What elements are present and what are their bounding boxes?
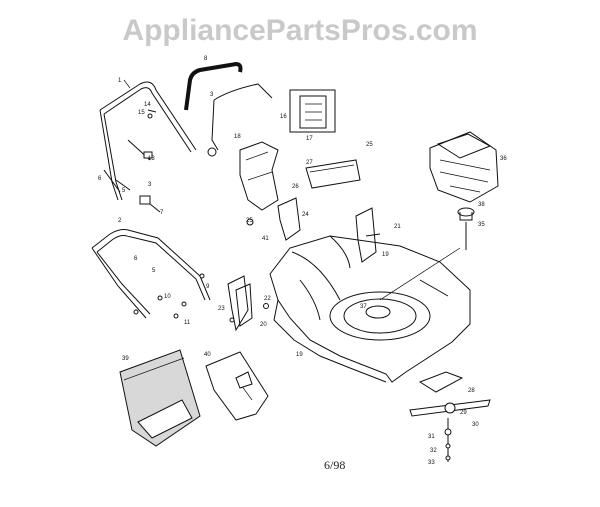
label-14: 14 [144, 102, 151, 108]
label-1: 1 [118, 78, 122, 84]
label-6-upper: 5 [122, 188, 126, 194]
label-37: 37 [360, 304, 367, 310]
handle-hardware [103, 109, 217, 213]
lower-handle [91, 229, 211, 319]
label-32: 31 [428, 434, 435, 440]
engine-spacer [457, 207, 475, 250]
discharge-chute [205, 351, 269, 421]
watermark: AppliancePartsPros.com [122, 14, 478, 47]
label-7-upper: 6 [98, 176, 102, 182]
label-28: 27 [306, 160, 313, 166]
callout-labels: 1 8 3 14 15 13 6 5 3 7 2 6 5 9 10 11 18 … [98, 56, 507, 466]
label-41: 41 [262, 236, 269, 242]
upper-handle [99, 81, 197, 201]
label-33: 32 [430, 448, 437, 454]
label-36: 36 [500, 156, 507, 162]
label-22: 21 [394, 224, 401, 230]
label-24: 23 [218, 306, 225, 312]
mower-deck [269, 235, 471, 383]
grass-bag [119, 349, 201, 447]
label-20: 19 [382, 252, 389, 258]
label-21: 20 [260, 322, 267, 328]
label-18: 18 [234, 134, 241, 140]
label-11: 10 [164, 294, 171, 300]
revision-date: 6/98 [324, 458, 346, 472]
label-30: 29 [460, 410, 467, 416]
label-34: 33 [428, 460, 435, 466]
engine [429, 131, 499, 203]
label-27: 26 [292, 184, 299, 190]
label-12: 11 [184, 320, 191, 326]
label-19: 19 [296, 352, 303, 358]
label-13: 13 [148, 156, 155, 162]
label-26b: 25 [246, 218, 253, 224]
label-17: 17 [306, 136, 313, 142]
label-5: 3 [148, 182, 152, 188]
blade-assembly [409, 371, 491, 462]
label-16: 16 [280, 114, 287, 120]
label-31: 30 [472, 422, 479, 428]
wheel-brackets [227, 275, 269, 332]
label-23: 22 [264, 296, 271, 302]
bail-bar [184, 61, 243, 111]
height-adjusters [246, 197, 381, 263]
label-7: 6 [134, 256, 138, 262]
label-25: 24 [302, 212, 309, 218]
rear-shield [239, 141, 279, 211]
cover-plate [305, 159, 361, 189]
label-38: 38 [478, 202, 485, 208]
label-35: 35 [478, 222, 485, 228]
label-6: 5 [152, 268, 156, 274]
label-9: 8 [204, 56, 208, 62]
control-cable [211, 83, 273, 151]
label-39: 39 [122, 356, 129, 362]
label-8: 7 [160, 210, 164, 216]
rear-door [289, 89, 336, 133]
label-29: 28 [468, 388, 475, 394]
label-40: 40 [204, 352, 211, 358]
label-26: 25 [366, 142, 373, 148]
label-3: 3 [210, 92, 214, 98]
label-15: 15 [138, 110, 145, 116]
label-10: 9 [206, 284, 210, 290]
label-2: 2 [118, 218, 122, 224]
